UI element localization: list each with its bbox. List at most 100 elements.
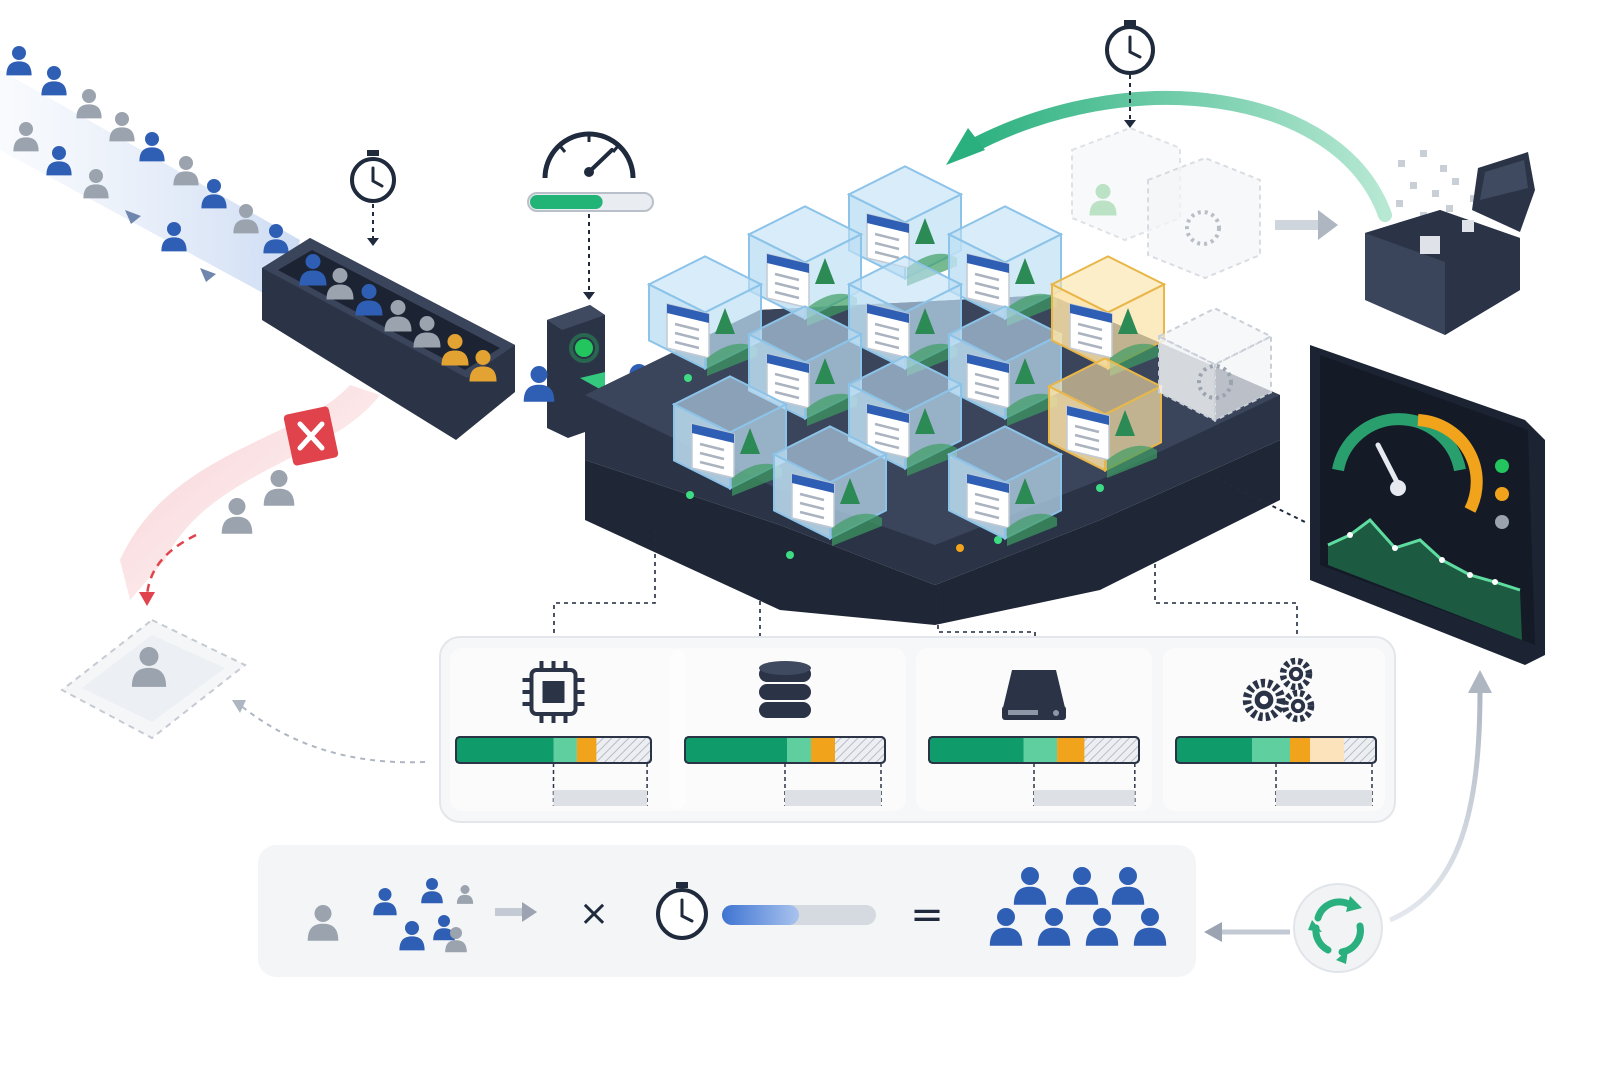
platform-side (585, 440, 1280, 625)
equals-symbol: = (910, 892, 944, 938)
connector-line (553, 530, 656, 640)
stream-band (0, 70, 300, 305)
usage-bar-segment (1023, 737, 1058, 763)
queue-tray (262, 150, 515, 440)
app-window-icon (791, 473, 835, 529)
incoming-user-icon (139, 132, 165, 162)
status-light (1495, 487, 1509, 501)
usage-bar-segment (685, 737, 787, 763)
connector-line (1154, 540, 1298, 640)
capacity-formula: × = (258, 845, 1196, 977)
database-icon (759, 661, 811, 718)
usage-bar-segment (553, 737, 577, 763)
hard-drive-icon (1002, 670, 1066, 720)
container-instances (646, 165, 1274, 546)
loop-arrow (1389, 689, 1483, 923)
rate-limiter (527, 131, 654, 300)
status-light (956, 544, 964, 552)
resource-card-workers (1163, 648, 1385, 811)
container-cube-icon (846, 255, 964, 376)
container-cube-icon (746, 205, 864, 326)
usage-bar-segment (1176, 737, 1252, 763)
stopwatch-icon (350, 150, 396, 203)
resource-panel (232, 530, 1396, 823)
container-cube-icon (746, 305, 864, 426)
dashboard-gauge-icon (1332, 413, 1483, 513)
rate-bar-fill (530, 195, 603, 209)
flow-arrow-icon (125, 210, 141, 224)
app-window-icon (1069, 303, 1113, 359)
connector-line (1214, 477, 1306, 523)
recycle-loop (1204, 670, 1492, 973)
incoming-user-icon (109, 112, 135, 142)
status-light (1096, 484, 1104, 492)
container-cube-icon (771, 425, 889, 546)
threshold-marker (785, 790, 881, 806)
disposal-bin-icon (1365, 152, 1535, 335)
threshold-marker (1034, 790, 1135, 806)
retiring-instance (1147, 156, 1261, 280)
warming-instance-icon (1046, 357, 1164, 478)
app-window-icon (866, 403, 910, 459)
app-window-icon (766, 253, 810, 309)
flow-arrow (239, 704, 426, 764)
app-window-icon (966, 473, 1010, 529)
app-window-icon (1066, 405, 1110, 461)
holding-area (60, 618, 247, 740)
arrowhead (946, 128, 985, 165)
reject-arrow (145, 533, 197, 596)
app-window-icon (666, 303, 710, 359)
status-light (994, 536, 1002, 544)
flow-arrow-icon (200, 268, 216, 282)
incoming-user-icon (76, 89, 102, 119)
app-window-icon (866, 303, 910, 359)
container-cube-icon (846, 355, 964, 476)
scale-down-flow (946, 20, 1535, 335)
gears-icon (1242, 657, 1315, 723)
app-window-icon (691, 423, 735, 479)
resource-card-storage (916, 648, 1152, 811)
status-light (1495, 515, 1509, 529)
cpu-chip-icon (522, 661, 585, 723)
app-window-icon (766, 353, 810, 409)
rejected-user-icon (263, 470, 295, 506)
usage-bar-segment (1252, 737, 1290, 763)
status-light (786, 551, 794, 559)
status-light (1495, 459, 1509, 473)
container-cube-icon (646, 255, 764, 376)
usage-bar-segment (1310, 737, 1344, 763)
resource-card-database (670, 648, 906, 811)
incoming-user-icon (6, 46, 32, 76)
time-bar-fill (722, 905, 799, 925)
resource-card-cpu (450, 648, 686, 811)
app-window-icon (966, 253, 1010, 309)
stopwatch-icon (656, 882, 708, 940)
gauge-icon (542, 131, 636, 179)
status-light (686, 491, 694, 499)
scale-loop-arrow (958, 91, 1392, 222)
container-cube-icon (946, 425, 1064, 546)
usage-bar-segment (1057, 737, 1085, 763)
rejected-user-icon (221, 498, 253, 534)
compute-cluster (585, 165, 1280, 625)
usage-bar-segment (811, 737, 835, 763)
rejection-path (60, 385, 380, 740)
multiply-symbol: × (579, 893, 609, 934)
usage-bar-segment (1290, 737, 1310, 763)
threshold-marker (1276, 790, 1372, 806)
incoming-user-stream (0, 46, 300, 305)
reject-x-icon (283, 406, 339, 466)
dissolve-particles (1396, 150, 1477, 219)
monitoring-dashboard (1310, 345, 1545, 665)
threshold-marker (553, 790, 648, 806)
pending-instance-icon (1156, 307, 1274, 423)
rejection-band (120, 385, 380, 600)
stopwatch-icon (1105, 20, 1155, 75)
incoming-user-icon (41, 66, 67, 96)
usage-bar-segment (929, 737, 1024, 763)
usage-bar-segment (787, 737, 811, 763)
status-light (684, 374, 692, 382)
usage-bar-segment (456, 737, 554, 763)
